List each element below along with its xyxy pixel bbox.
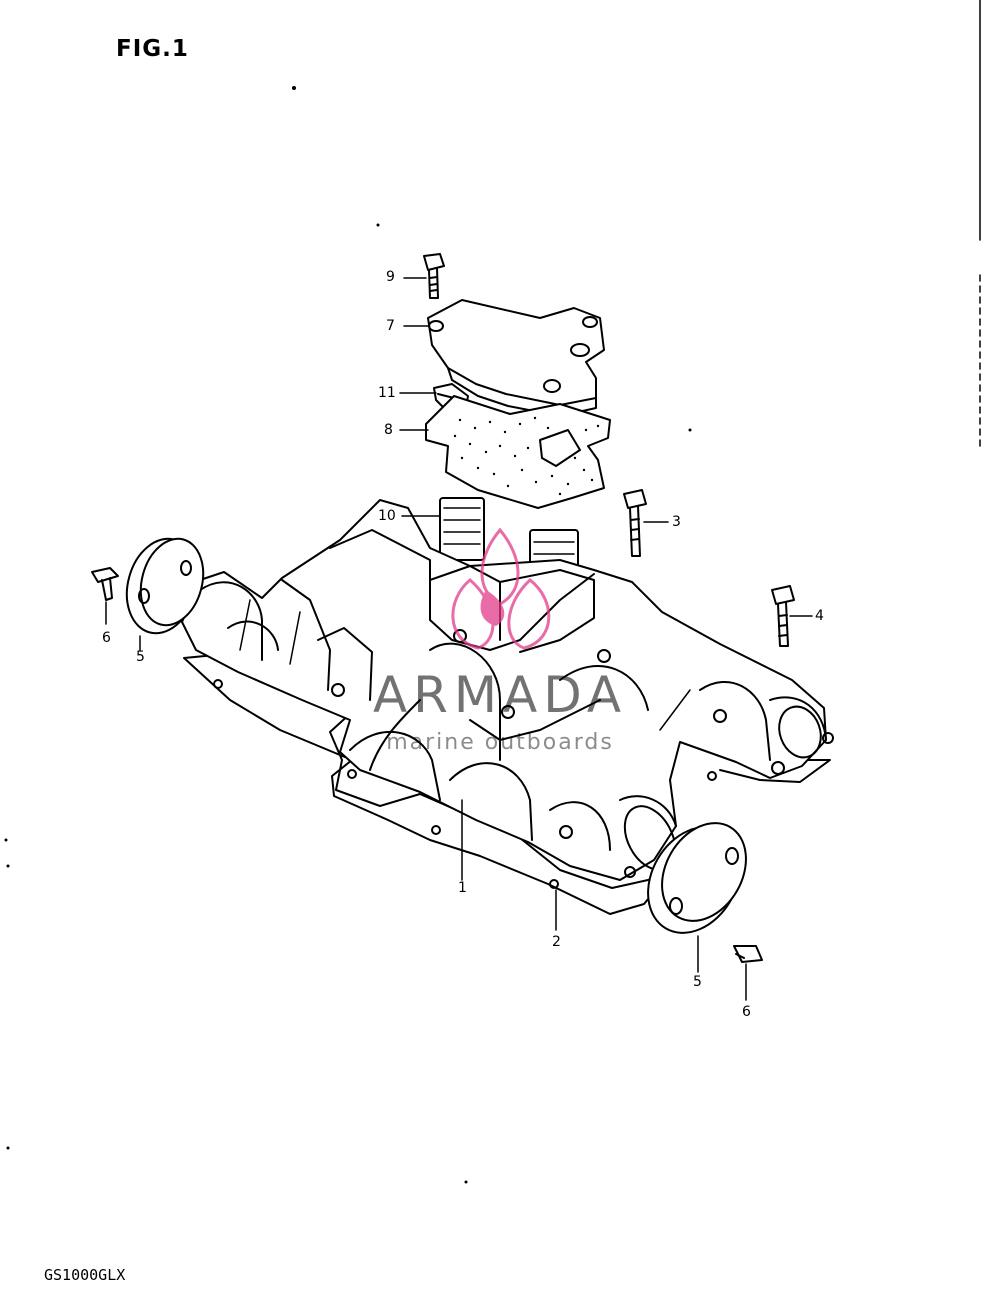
watermark-tagline: marine outboards [386, 730, 614, 755]
leader-lines [106, 278, 812, 1000]
callout-9: 9 [386, 269, 395, 285]
callout-7: 7 [386, 318, 395, 334]
callout-1: 1 [458, 880, 467, 896]
screw-6-right [734, 946, 762, 962]
callout-6-left: 6 [102, 630, 111, 646]
callout-2: 2 [552, 934, 561, 950]
watermark-brand: ARMADA [372, 666, 628, 724]
figure-title: FIG.1 [116, 36, 189, 62]
end-cap-5-right [630, 808, 763, 950]
callout-11: 11 [378, 385, 396, 401]
bolt-3 [624, 490, 646, 556]
gasket-8 [426, 396, 610, 508]
callout-4: 4 [815, 608, 824, 624]
callout-10: 10 [378, 508, 396, 524]
bolt-4 [772, 586, 794, 646]
callout-5-left: 5 [136, 649, 145, 665]
cover-7 [428, 300, 604, 416]
callout-6-right: 6 [742, 1004, 751, 1020]
watermark-logo [453, 530, 549, 648]
callout-3: 3 [672, 514, 681, 530]
model-code: GS1000GLX [44, 1266, 126, 1284]
callout-8: 8 [384, 422, 393, 438]
end-cap-5-left [117, 531, 213, 641]
head-cover-1 [178, 500, 833, 880]
screw-6-left [92, 568, 118, 600]
callout-5-right: 5 [693, 974, 702, 990]
bolt-9 [424, 254, 444, 298]
